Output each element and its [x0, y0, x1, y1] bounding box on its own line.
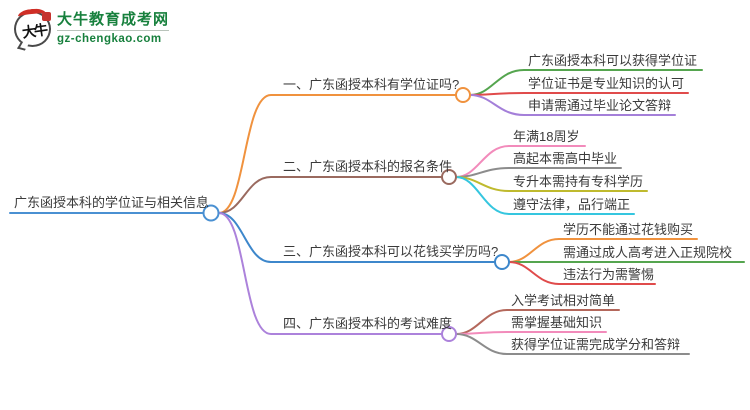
- branch-topic-2[interactable]: 二、广东函授本科的报名条件: [283, 159, 453, 174]
- branch-2-connector: [218, 176, 443, 214]
- site-url: gz-chengkao.com: [57, 30, 170, 46]
- leaf-topic[interactable]: 广东函授本科可以获得学位证: [528, 53, 698, 68]
- leaf-topic[interactable]: 年满18周岁: [513, 129, 580, 144]
- leaf-topic[interactable]: 需通过成人高考进入正规院校: [563, 245, 733, 260]
- leaf-topic[interactable]: 违法行为需警惕: [563, 267, 655, 282]
- branch-1-connector: [218, 94, 457, 214]
- root-topic[interactable]: 广东函授本科的学位证与相关信息: [14, 195, 210, 210]
- leaf-topic[interactable]: 专升本需持有专科学历: [513, 174, 644, 189]
- logo-seal-icon: [42, 12, 51, 21]
- branch-topic-1[interactable]: 一、广东函授本科有学位证吗?: [283, 77, 460, 92]
- site-name: 大牛教育成考网: [57, 11, 170, 28]
- leaf-topic[interactable]: 需掌握基础知识: [511, 315, 603, 330]
- logo-characters: 大牛: [21, 21, 47, 41]
- leaf-topic[interactable]: 获得学位证需完成学分和答辩: [511, 337, 681, 352]
- leaf-topic[interactable]: 申请需通过毕业论文答辩: [528, 98, 672, 113]
- leaf-topic[interactable]: 高起本需高中毕业: [513, 151, 618, 166]
- leaf-topic[interactable]: 遵守法律，品行端正: [513, 197, 631, 212]
- leaf-topic[interactable]: 学历不能通过花钱购买: [563, 222, 694, 237]
- branch-topic-3[interactable]: 三、广东函授本科可以花钱买学历吗?: [283, 244, 499, 259]
- leaf-connector: [455, 331, 607, 335]
- leaf-topic[interactable]: 入学考试相对简单: [511, 293, 616, 308]
- leaf-topic[interactable]: 学位证书是专业知识的认可: [528, 76, 685, 91]
- branch-topic-4[interactable]: 四、广东函授本科的考试难度: [283, 316, 453, 331]
- logo-bubble-icon: 大牛: [14, 7, 51, 51]
- logo-bubble-tail: [17, 41, 29, 51]
- site-logo[interactable]: 大牛 大牛教育成考网 gz-chengkao.com: [14, 7, 170, 51]
- leaf-connector: [469, 92, 689, 96]
